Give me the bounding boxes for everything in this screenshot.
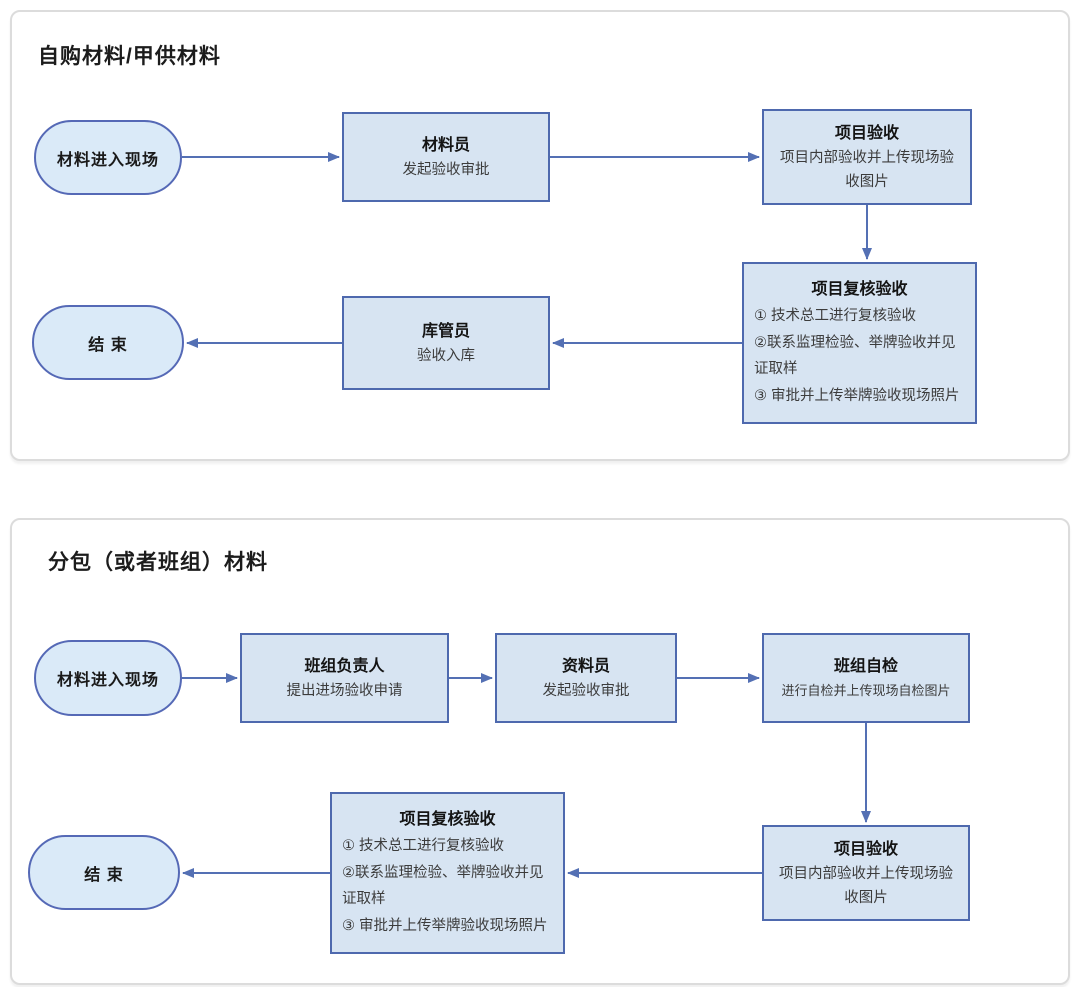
node-body: 验收入库 — [417, 347, 475, 364]
terminal-label: 结 束 — [88, 336, 128, 354]
node-warehouse-keeper: 库管员 验收入库 — [342, 296, 550, 390]
node-title: 班组自检 — [833, 657, 898, 675]
node-project-accept: 项目验收 项目内部验收并上传现场验收图片 — [762, 109, 972, 205]
terminal-label: 材料进入现场 — [56, 151, 159, 169]
node-start-terminal: 材料进入现场 — [34, 640, 182, 716]
node-title: 项目验收 — [834, 124, 899, 142]
panel-self-purchased-materials: 自购材料/甲供材料 材料进入现场 材料员 发起验收审批 项目验收 项目内部验收并… — [10, 10, 1070, 461]
node-end-terminal: 结 束 — [28, 835, 180, 910]
node-title: 资料员 — [561, 657, 610, 675]
node-body: 发起验收审批 — [542, 682, 630, 699]
node-team-leader: 班组负责人 提出进场验收申请 — [240, 633, 449, 723]
node-title: 班组负责人 — [304, 657, 385, 675]
node-body: 提出进场验收申请 — [286, 682, 403, 699]
node-body: 发起验收审批 — [402, 161, 490, 178]
node-project-review: 项目复核验收 ① 技术总工进行复核验收 ②联系监理检验、举牌验收并见证取样 ③ … — [742, 262, 977, 424]
node-start-terminal: 材料进入现场 — [34, 120, 182, 195]
terminal-label: 结 束 — [84, 866, 124, 884]
node-body: 进行自检并上传现场自检图片 — [781, 682, 951, 698]
node-title: 材料员 — [421, 136, 470, 154]
terminal-label: 材料进入现场 — [56, 672, 159, 689]
node-team-self-check: 班组自检 进行自检并上传现场自检图片 — [762, 633, 970, 723]
node-title: 项目验收 — [833, 840, 898, 858]
review-step-3: ③ 审批并上传举牌验收现场照片 — [342, 917, 548, 934]
review-step-2: ②联系监理检验、举牌验收并见证取样 — [342, 864, 544, 908]
node-material-clerk: 材料员 发起验收审批 — [342, 112, 550, 202]
panel-subcontract-materials: 分包（或者班组）材料 材料进入现场 班组负责人 提出进场验收申请 资料员 发起验… — [10, 518, 1070, 985]
node-title: 库管员 — [421, 322, 470, 340]
node-body: 项目内部验收并上传现场验收图片 — [779, 865, 953, 906]
review-step-1: ① 技术总工进行复核验收 — [342, 838, 505, 854]
node-end-terminal: 结 束 — [32, 305, 184, 380]
node-document-clerk: 资料员 发起验收审批 — [495, 633, 677, 723]
node-title: 项目复核验收 — [811, 281, 908, 298]
panel-title: 自购材料/甲供材料 — [38, 45, 221, 68]
review-step-1: ① 技术总工进行复核验收 — [754, 308, 917, 324]
node-project-accept: 项目验收 项目内部验收并上传现场验收图片 — [762, 825, 970, 921]
node-title: 项目复核验收 — [399, 811, 496, 828]
review-step-2: ②联系监理检验、举牌验收并见证取样 — [754, 334, 956, 378]
node-project-review: 项目复核验收 ① 技术总工进行复核验收 ②联系监理检验、举牌验收并见证取样 ③ … — [330, 792, 565, 954]
review-step-3: ③ 审批并上传举牌验收现场照片 — [754, 387, 960, 404]
node-body: 项目内部验收并上传现场验收图片 — [780, 149, 954, 190]
panel-title: 分包（或者班组）材料 — [48, 551, 268, 574]
